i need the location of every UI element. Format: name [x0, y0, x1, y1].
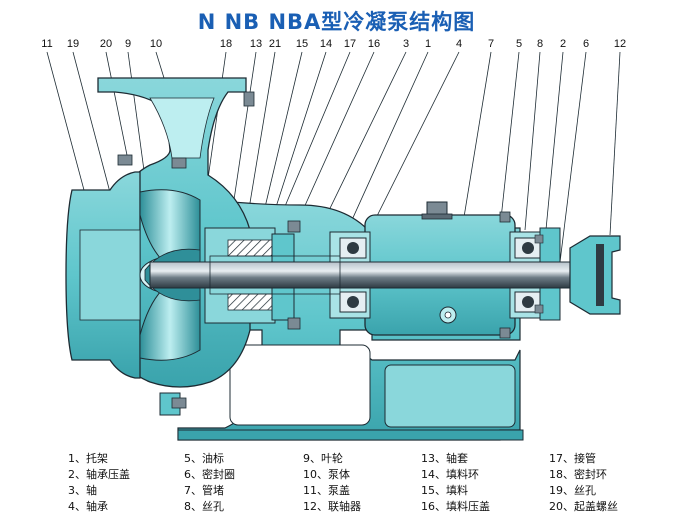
callout-16: 16 [367, 38, 381, 50]
legend-item-20: 20、起盖螺丝 [549, 500, 618, 513]
callout-9: 9 [124, 38, 132, 50]
legend-item-2: 2、轴承压盖 [68, 468, 130, 481]
legend-item-6: 6、密封圈 [184, 468, 235, 481]
legend-item-18: 18、密封环 [549, 468, 607, 481]
diagram-title: N NB NBA型冷凝泵结构图 [197, 10, 476, 34]
callout-12: 12 [613, 38, 627, 50]
callout-4: 4 [455, 38, 463, 50]
legend-item-19: 19、丝孔 [549, 484, 596, 497]
pump-cross-section [46, 51, 621, 441]
callout-1: 1 [424, 38, 432, 50]
bearings [339, 237, 542, 313]
legend-item-1: 1、托架 [68, 452, 108, 465]
pump-cover [65, 171, 141, 379]
parts-legend: 1、托架 2、轴承压盖 3、轴 4、轴承 5、油标 6、密封圈 7、管堵 8、丝… [0, 448, 673, 514]
callout-14: 14 [319, 38, 333, 50]
callout-18: 18 [219, 38, 233, 50]
callout-19: 19 [66, 38, 80, 50]
legend-item-16: 16、填料压盖 [421, 500, 490, 513]
callout-8: 8 [536, 38, 544, 50]
callout-17: 17 [343, 38, 357, 50]
legend-item-4: 4、轴承 [68, 500, 108, 513]
callout-13: 13 [249, 38, 263, 50]
callout-7: 7 [487, 38, 495, 50]
legend-item-10: 10、泵体 [303, 468, 350, 481]
legend-item-5: 5、油标 [184, 452, 224, 465]
shaft-sleeve [209, 255, 341, 295]
callout-6: 6 [582, 38, 590, 50]
legend-item-7: 7、管堵 [184, 484, 224, 497]
legend-item-17: 17、接管 [549, 452, 596, 465]
callout-2: 2 [559, 38, 567, 50]
legend-item-12: 12、联轴器 [303, 500, 361, 513]
coupling [569, 235, 621, 315]
callout-3: 3 [402, 38, 410, 50]
callout-20: 20 [99, 38, 113, 50]
callout-21: 21 [268, 38, 282, 50]
legend-item-8: 8、丝孔 [184, 500, 224, 513]
callout-5: 5 [515, 38, 523, 50]
legend-item-13: 13、轴套 [421, 452, 468, 465]
legend-item-11: 11、泵盖 [303, 484, 350, 497]
legend-item-9: 9、叶轮 [303, 452, 343, 465]
legend-item-3: 3、轴 [68, 484, 97, 497]
bolts [117, 91, 511, 409]
legend-item-15: 15、填料 [421, 484, 468, 497]
callout-11: 11 [41, 38, 53, 50]
shaft [149, 261, 611, 289]
callout-15: 15 [295, 38, 309, 50]
legend-item-14: 14、填料环 [421, 468, 479, 481]
callout-10: 10 [149, 38, 163, 50]
